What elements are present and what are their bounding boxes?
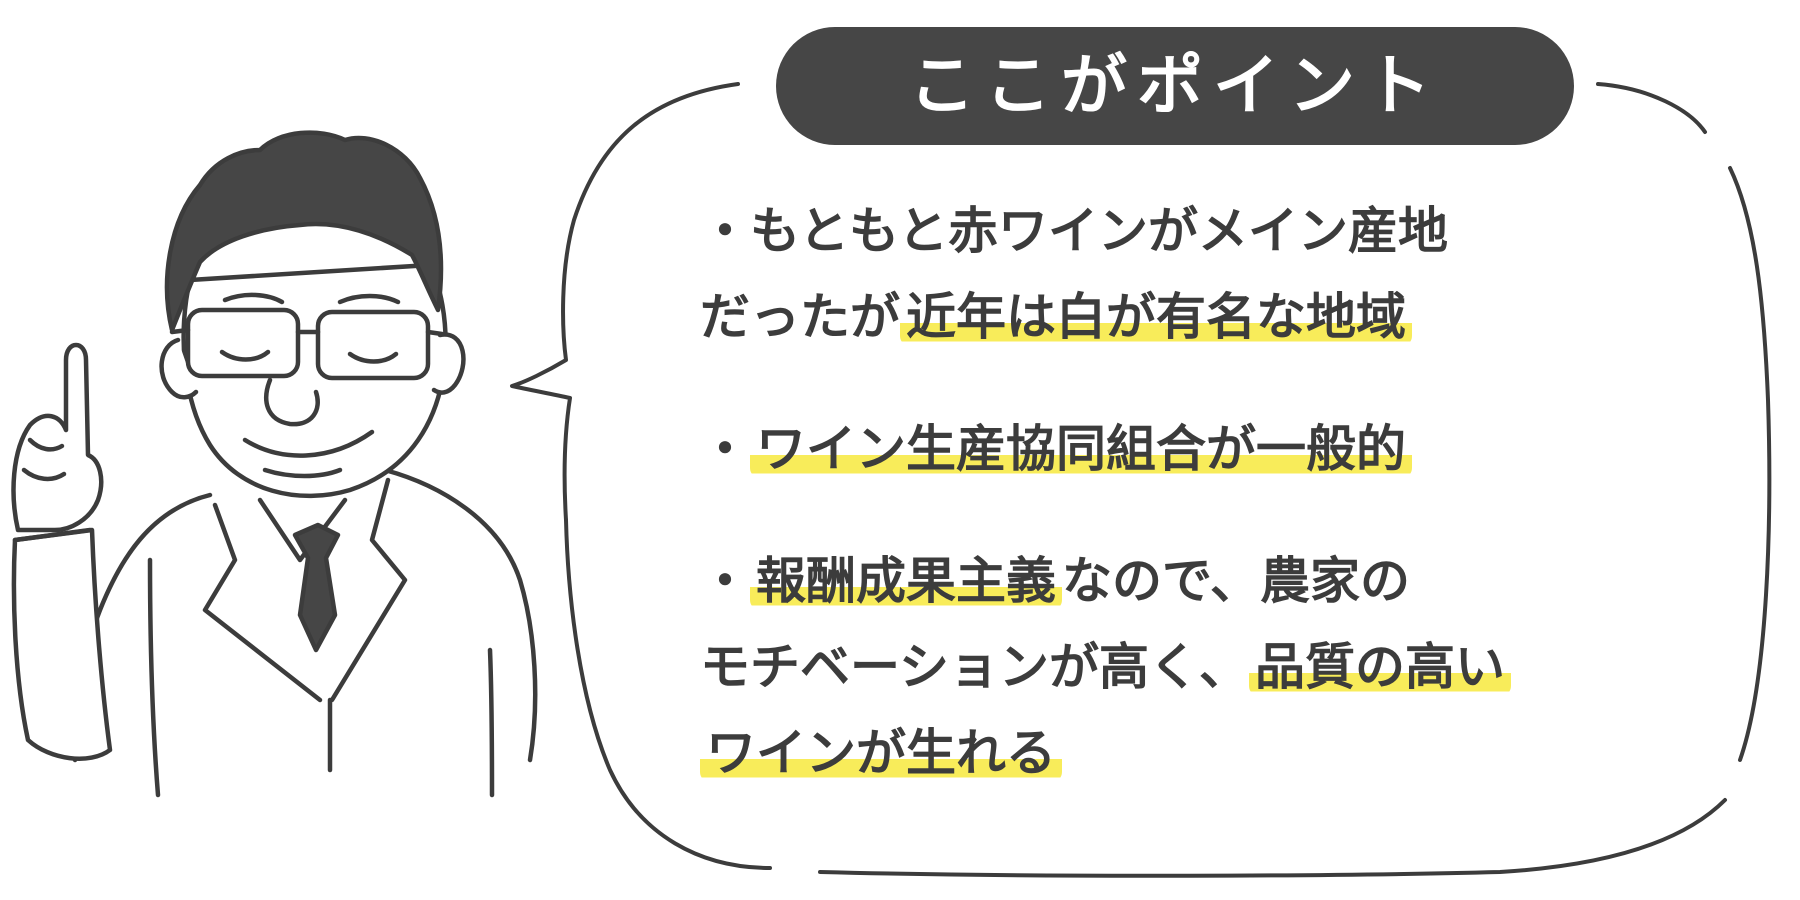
highlighted-text: ワイン生産協同組合が一般的 [750,420,1412,478]
point-1-line-2: だったが近年は白が有名な地域 [700,274,1700,360]
point-text: だったが [700,288,900,346]
finger-fold-1 [27,437,65,452]
mouth [242,429,375,458]
glasses-right-lens [315,309,431,381]
brow-left [222,292,285,305]
eye-left [219,349,271,362]
highlighted-text: 品質の高い [1249,638,1511,696]
point-3-line-3: ワインが生れる [700,710,1700,796]
point-item-1: ・もともと赤ワインがメイン産地 だったが近年は白が有名な地域 [700,188,1700,360]
ear-left [159,337,199,400]
finger-fold-2 [21,467,67,482]
point-item-2: ・ワイン生産協同組合が一般的 [700,406,1700,492]
bubble-top-right [1596,82,1707,134]
highlighted-text: 報酬成果主義 [750,552,1062,610]
tie [292,522,341,653]
point-list: ・もともと赤ワインがメイン産地 だったが近年は白が有名な地域 ・ワイン生産協同組… [700,188,1700,796]
coat-front-left [147,557,161,798]
cuff [12,527,93,543]
sleeve [11,527,113,761]
bubble-bottom [818,798,1727,878]
brow-right [337,293,401,305]
point-3-line-1: ・報酬成果主義なので、農家の [700,538,1700,624]
coat-right [382,467,538,763]
hair [164,130,444,333]
chin [262,467,343,479]
bubble-left-lower [564,518,772,870]
point-1-line-1: ・もともと赤ワインがメイン産地 [700,188,1700,274]
highlighted-text: ワインが生れる [700,724,1062,782]
title-banner: ここがポイント [776,27,1574,145]
highlighted-text: 近年は白が有名な地域 [900,288,1412,346]
glasses-arm-right [425,329,445,337]
teacher-character-icon [11,130,538,798]
coat-front-right [487,647,495,798]
bubble-right [1728,166,1772,762]
nose [264,377,320,427]
bullet-mark: ・ [700,552,750,610]
point-item-3: ・報酬成果主義なので、農家の モチベーションが高く、品質の高い ワインが生れる [700,538,1700,796]
point-text: なので、農家の [1062,552,1410,610]
point-text: もともと赤ワインがメイン産地 [750,202,1448,260]
point-3-line-2: モチベーションが高く、品質の高い [700,624,1700,710]
ear-right [431,332,466,395]
bullet-mark: ・ [700,420,750,478]
shirt-collar [257,497,348,563]
bubble-left-upper [510,82,740,522]
eye-right [347,351,399,364]
point-text: モチベーションが高く、 [700,638,1249,696]
lapel-right [329,477,408,703]
lapel-left [202,502,323,703]
hand [11,342,104,533]
title-text: ここがポイント [909,47,1441,124]
glasses-arm-left [169,327,191,335]
bullet-mark: ・ [700,202,750,260]
glasses-left-lens [185,307,301,379]
point-2-line-1: ・ワイン生産協同組合が一般的 [700,406,1700,492]
speech-bubble-outline [510,82,1772,878]
